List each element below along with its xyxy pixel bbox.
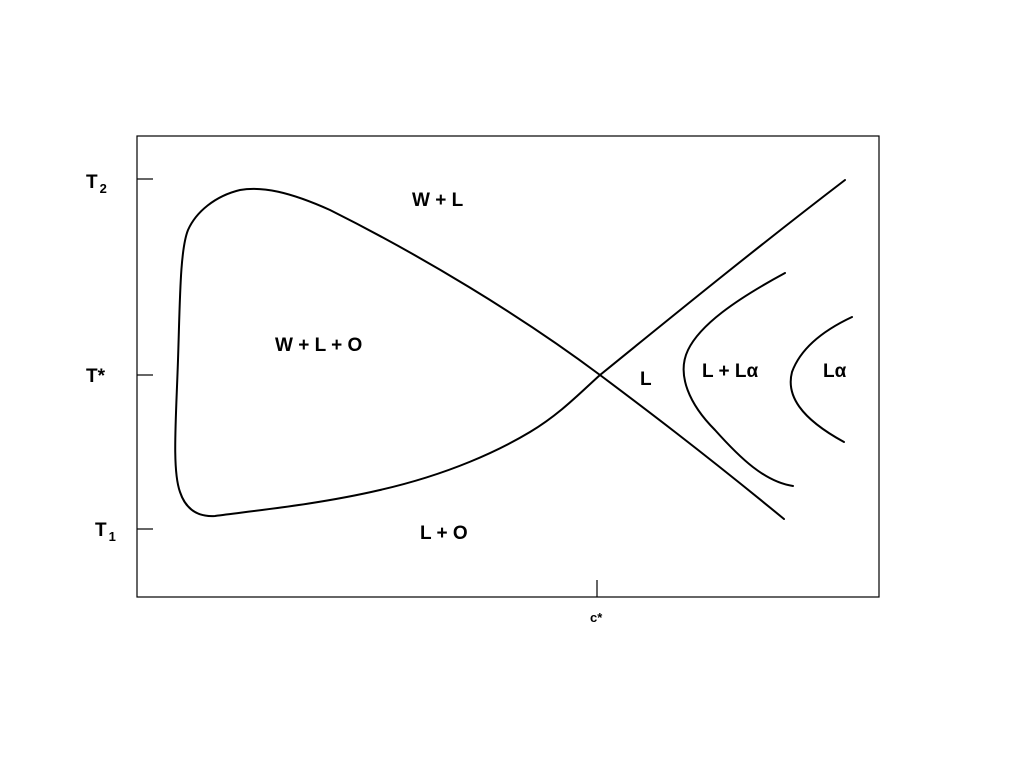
region-label-w-plus-l-plus-o: W + L + O xyxy=(275,335,362,356)
region-label-l-plus-lalpha: L + Lα xyxy=(702,361,759,382)
y-label-tstar: T* xyxy=(86,366,106,387)
lalpha-boundary-curve xyxy=(789,316,853,443)
plot-frame xyxy=(136,135,880,598)
region-label-l-plus-o: L + O xyxy=(420,523,468,544)
loop-boundary-curve xyxy=(174,179,846,520)
l-lalpha-boundary-curve xyxy=(682,272,794,487)
x-label-cstar: c* xyxy=(590,610,603,625)
region-label-l: L xyxy=(640,369,652,390)
region-label-w-plus-l: W + L xyxy=(412,190,464,211)
region-label-lalpha: Lα xyxy=(823,361,847,382)
